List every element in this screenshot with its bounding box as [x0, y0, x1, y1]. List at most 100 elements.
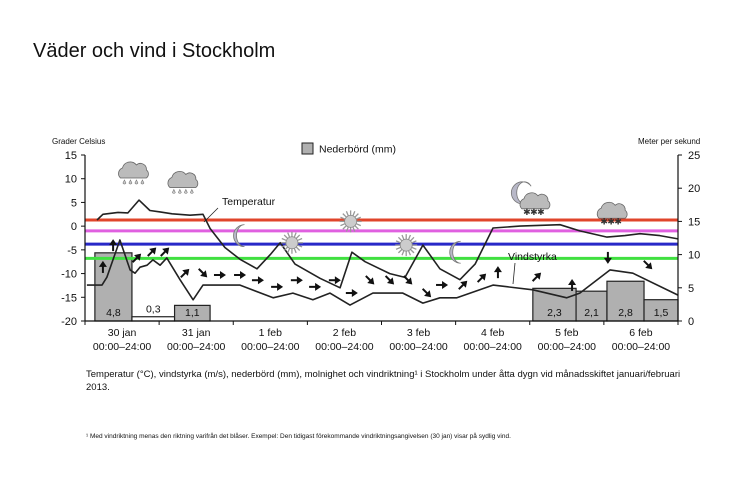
arrow-head	[240, 270, 247, 279]
raindrop	[122, 179, 127, 185]
sun-ray	[281, 237, 287, 242]
raindrop	[184, 188, 188, 194]
sun-ray	[411, 240, 417, 244]
sun-ray	[401, 250, 405, 256]
wind-direction-arrow-icon	[384, 275, 395, 285]
x-axis-day-label: 6 feb	[629, 327, 653, 339]
sun-ray	[345, 210, 349, 217]
wind-direction-arrow-icon	[328, 276, 341, 285]
wind-direction-arrow-icon	[251, 276, 264, 285]
sun-ray	[293, 248, 297, 254]
sun-ray	[281, 244, 287, 248]
snow-cloud-icon: ✱✱✱	[596, 201, 628, 227]
sun-ray	[355, 216, 362, 220]
raindrop	[140, 179, 145, 185]
snowflake: ✱	[614, 217, 622, 227]
arrow-head	[387, 277, 395, 285]
sun-ray	[407, 234, 412, 240]
wind-direction-arrow-icon	[436, 280, 449, 289]
wind-direction-arrow-icon	[290, 276, 303, 285]
arrow-head	[162, 247, 170, 255]
arrow-head	[442, 280, 449, 289]
wind-direction-arrow-icon	[476, 273, 487, 283]
raindrop	[190, 188, 194, 194]
precipitation-label: 4,8	[106, 307, 121, 319]
left-axis-label: Grader Celsius	[52, 137, 105, 146]
right-axis-tick-label: 5	[688, 283, 694, 295]
precipitation-label: 0,3	[146, 304, 161, 316]
x-axis-time-label: 00:00–24:00	[241, 341, 300, 353]
snowflake: ✱	[607, 217, 615, 227]
arrow-head	[479, 273, 487, 281]
x-axis-time-label: 00:00–24:00	[93, 341, 152, 353]
sun-ray	[340, 216, 346, 220]
wind-direction-arrow-icon	[421, 288, 432, 298]
sun-ray	[345, 226, 349, 232]
snow-cloud-moon-icon: ✱✱✱	[510, 181, 551, 218]
wind-direction-arrow-icon	[160, 247, 170, 257]
rain-cloud-icon	[167, 171, 199, 194]
wind-direction-arrow-icon	[109, 239, 118, 252]
raindrop	[134, 179, 139, 185]
x-axis-time-label: 00:00–24:00	[167, 341, 226, 353]
snowflake: ✱	[530, 208, 538, 218]
sun-ray	[342, 225, 347, 230]
wind-direction-arrow-icon	[198, 268, 208, 278]
x-axis-time-label: 00:00–24:00	[538, 341, 597, 353]
sun-ray	[297, 244, 303, 248]
left-axis-tick-label: -5	[67, 245, 77, 257]
cloud-shape	[118, 161, 149, 179]
right-axis-label: Meter per sekund	[638, 137, 700, 146]
sun-ray	[295, 246, 301, 251]
sun-ray	[287, 248, 291, 254]
right-axis-tick-label: 15	[688, 216, 700, 228]
sun-disc	[344, 214, 358, 228]
wind-speed-line	[86, 239, 679, 306]
x-axis-day-label: 3 feb	[407, 327, 431, 339]
wind-direction-arrow-icon	[147, 247, 157, 257]
raindrop	[172, 188, 176, 194]
arrow-head	[315, 282, 322, 291]
x-axis-time-label: 00:00–24:00	[315, 341, 374, 353]
arrow-head	[460, 280, 468, 288]
sun-icon	[280, 231, 303, 254]
arrow-head	[493, 266, 502, 273]
precipitation-label: 1,1	[185, 307, 200, 319]
arrow-head	[149, 247, 157, 255]
sun-disc	[285, 236, 299, 250]
arrow-head	[534, 272, 542, 280]
precipitation-label: 2,1	[584, 307, 599, 319]
arrow-head	[134, 253, 142, 261]
wind-direction-arrow-icon	[531, 272, 542, 282]
wind-direction-arrow-icon	[309, 282, 322, 291]
arrow-head	[568, 278, 577, 285]
sun-ray	[397, 248, 403, 254]
cloud-shape	[519, 192, 551, 210]
sun-ray	[283, 246, 289, 251]
left-axis-tick-label: 10	[65, 174, 77, 186]
wind-annotation-leader	[512, 262, 516, 285]
temperature-annotation: Temperatur	[222, 196, 276, 208]
arrow-head	[109, 239, 118, 246]
sun-ray	[342, 213, 347, 218]
snowflake: ✱	[537, 208, 545, 218]
wind-direction-arrow-icon	[271, 282, 284, 291]
left-axis-tick-label: 15	[65, 150, 77, 162]
wind-direction-arrow-icon	[493, 266, 502, 279]
wind-direction-arrow-icon	[643, 260, 653, 270]
sun-ray	[411, 246, 417, 250]
sun-icon	[339, 210, 362, 233]
sun-ray	[354, 225, 359, 230]
arrow-head	[98, 260, 107, 267]
moon-icon	[449, 240, 461, 264]
sun-icon	[395, 234, 418, 257]
x-axis-day-label: 1 feb	[259, 327, 283, 339]
sun-ray	[409, 248, 415, 254]
arrow-head	[334, 276, 341, 285]
arrow-head	[257, 276, 264, 285]
sun-ray	[354, 213, 359, 218]
figure-caption: Temperatur (°C), vindstyrka (m/s), neder…	[86, 369, 681, 393]
wind-direction-arrow-icon	[234, 270, 247, 279]
sun-ray	[283, 234, 289, 239]
